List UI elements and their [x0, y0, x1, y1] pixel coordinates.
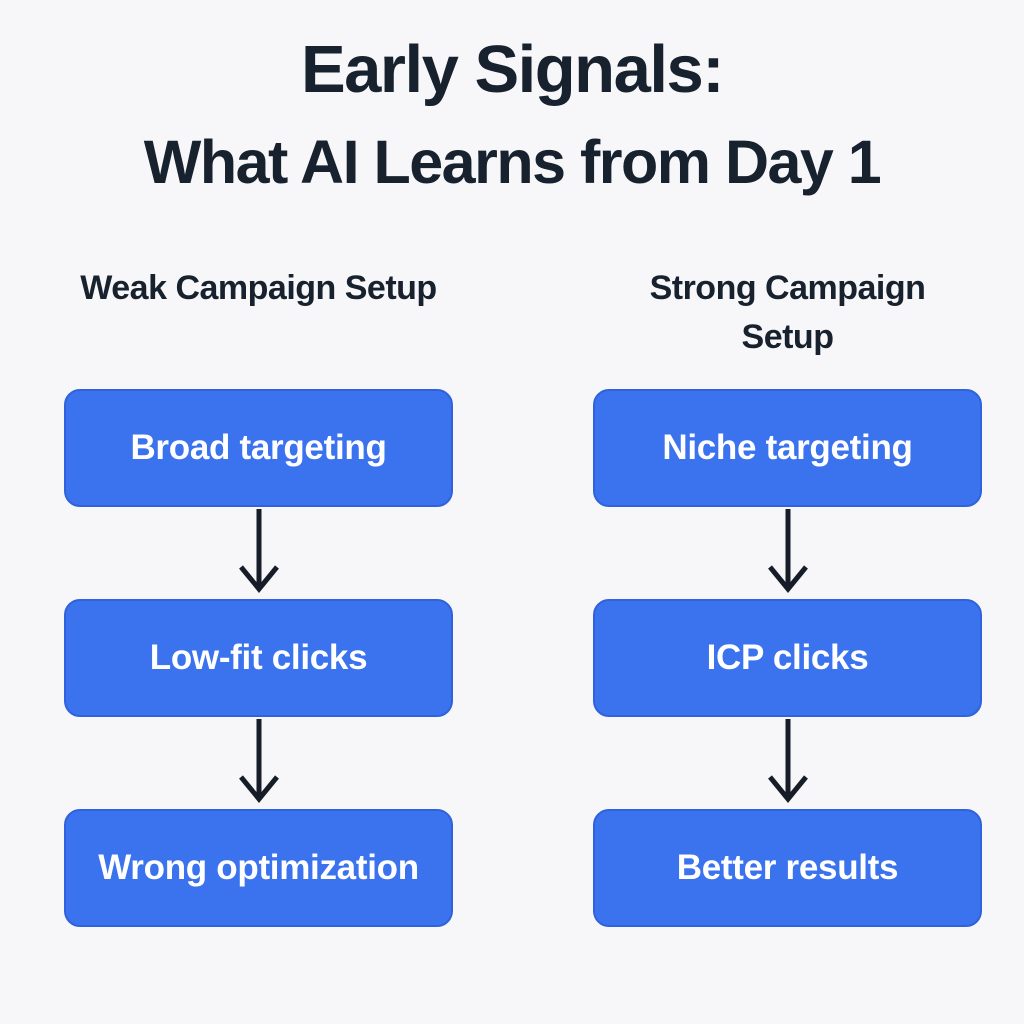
page-title-line-1: Early Signals:	[300, 32, 725, 107]
flow-box-low-fit-clicks: Low-fit clicks	[64, 599, 453, 717]
flow-box-niche-targeting: Niche targeting	[593, 389, 982, 507]
flow-box-icp-clicks: ICP clicks	[593, 599, 982, 717]
page-title-line-2: What AI Learns from Day 1	[143, 128, 882, 196]
flow-box-wrong-optimization: Wrong optimization	[64, 809, 453, 927]
arrow-gap	[237, 507, 281, 599]
arrow-gap	[766, 717, 810, 809]
column-heading-weak: Weak Campaign Setup	[80, 269, 437, 307]
down-arrow-icon	[238, 509, 279, 593]
column-heading-strong: Strong Campaign Setup	[649, 269, 926, 356]
down-arrow-icon	[238, 719, 279, 803]
column-strong-campaign: Strong Campaign Setup Niche targeting IC…	[593, 258, 982, 927]
down-arrow-icon	[767, 509, 808, 593]
arrow-gap	[237, 717, 281, 809]
arrow-gap	[766, 507, 810, 599]
down-arrow-icon	[767, 719, 808, 803]
flow-box-broad-targeting: Broad targeting	[64, 389, 453, 507]
column-weak-campaign: Weak Campaign Setup Broad targeting Low-…	[64, 258, 453, 927]
flow-box-better-results: Better results	[593, 809, 982, 927]
